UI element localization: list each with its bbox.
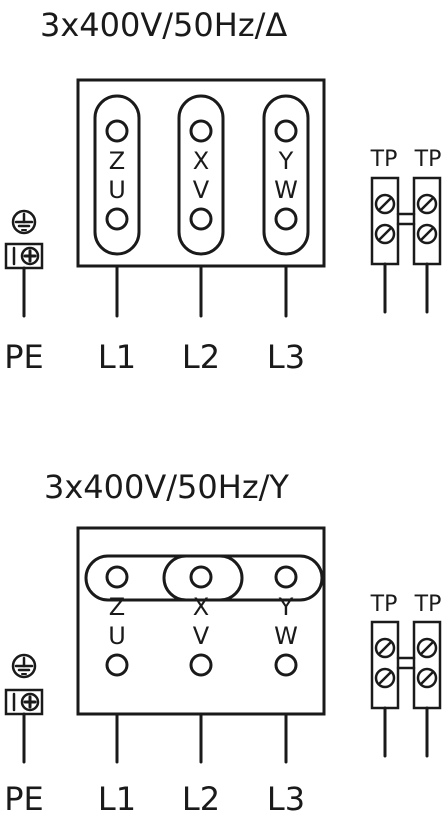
delta-tp-label-2: TP xyxy=(414,147,442,172)
star-label-x: X xyxy=(193,593,209,621)
delta-title: 3x400V/50Hz/Δ xyxy=(40,6,287,44)
delta-ground-icon xyxy=(4,209,44,318)
delta-label-x: X xyxy=(193,147,209,175)
star-terminal-y xyxy=(274,565,298,589)
star-line-l1: L1 xyxy=(98,780,136,813)
star-tp-label-1: TP xyxy=(370,592,398,617)
delta-label-y: Y xyxy=(278,147,294,175)
star-terminal-z xyxy=(105,565,129,589)
delta-thermal-protector-icon xyxy=(370,176,442,314)
delta-line-l3: L3 xyxy=(267,338,305,376)
delta-label-u: U xyxy=(108,176,126,204)
star-terminal-x xyxy=(189,565,213,589)
star-terminal-v xyxy=(189,653,213,677)
star-label-y: Y xyxy=(278,593,294,621)
star-ground-label: PE xyxy=(4,780,44,813)
star-title: 3x400V/50Hz/Y xyxy=(44,468,289,506)
delta-line-l2: L2 xyxy=(182,338,220,376)
star-terminal-w xyxy=(274,653,298,677)
delta-terminal-u xyxy=(105,207,129,231)
star-bridge-inner xyxy=(162,554,244,602)
star-label-z: Z xyxy=(109,593,125,621)
delta-diagram: 3x400V/50Hz/Δ Z X Y U V W L1 L2 L3 xyxy=(4,6,441,376)
star-diagram: 3x400V/50Hz/Y Z X Y U V W L1 L2 L3 xyxy=(4,468,441,813)
star-label-u: U xyxy=(108,622,126,650)
delta-terminal-v xyxy=(189,207,213,231)
delta-terminal-y xyxy=(274,119,298,143)
delta-terminal-w xyxy=(274,207,298,231)
delta-bridge-1 xyxy=(93,94,141,256)
star-label-v: V xyxy=(193,622,210,650)
star-line-l3: L3 xyxy=(267,780,305,813)
delta-terminal-z xyxy=(105,119,129,143)
delta-tp-label-1: TP xyxy=(370,147,398,172)
star-label-w: W xyxy=(274,622,298,650)
star-line-l2: L2 xyxy=(182,780,220,813)
star-terminal-u xyxy=(105,653,129,677)
delta-line-l1: L1 xyxy=(98,338,136,376)
delta-label-w: W xyxy=(274,176,298,204)
star-thermal-protector-icon xyxy=(370,620,442,758)
delta-bridge-3 xyxy=(262,94,310,256)
delta-bridge-2 xyxy=(177,94,225,256)
delta-ground-label: PE xyxy=(4,338,44,376)
delta-label-z: Z xyxy=(109,147,125,175)
star-ground-icon xyxy=(4,653,44,764)
delta-label-v: V xyxy=(193,176,210,204)
delta-terminal-x xyxy=(189,119,213,143)
star-tp-label-2: TP xyxy=(414,592,442,617)
